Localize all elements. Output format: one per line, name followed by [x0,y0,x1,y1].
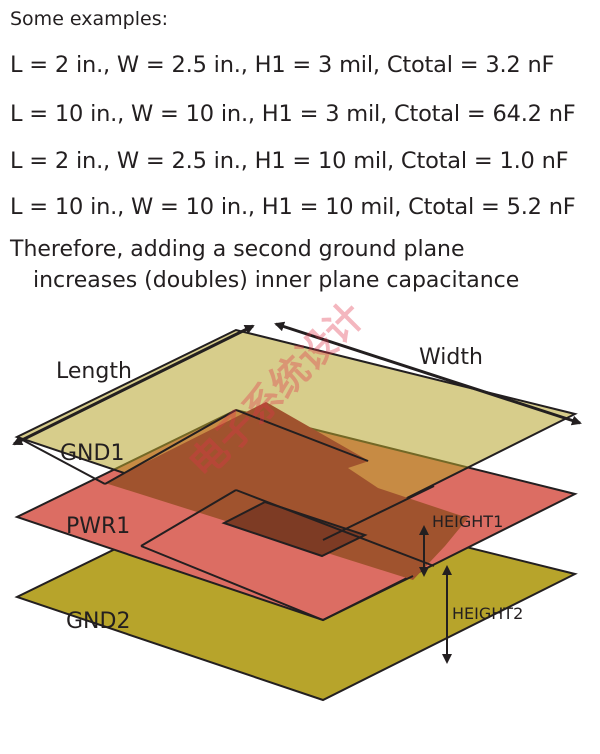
gnd2-edge-upper-right [235,489,435,567]
pwr1-edge-upper-right [235,409,369,462]
example-line-1: L = 2 in., W = 2.5 in., H1 = 3 mil, Ctot… [10,52,555,78]
width-label: Width [419,345,483,370]
gnd2-edge-upper-left [140,489,237,547]
pwr1-label: PWR1 [66,514,130,539]
width-arrow [274,321,582,426]
conclusion-line-1: Therefore, adding a second ground plane [10,237,465,262]
height2-label: HEIGHT2 [452,604,523,623]
conclusion-line-2: increases (doubles) inner plane capacita… [33,268,520,293]
plane-stack-diagram: Length Width GND1 PWR1 GND2 HEIGHT1 HEIG… [12,300,582,702]
center-overlap-region [221,500,368,558]
example-line-3: L = 2 in., W = 2.5 in., H1 = 10 mil, Cto… [10,148,569,174]
intro-text: Some examples: [10,8,169,30]
gnd2-label: GND2 [66,609,130,634]
plane-overlap-region [105,402,468,580]
gnd1-edge-lower-right [322,485,435,541]
gnd1-label: GND1 [60,441,124,466]
length-arrow [12,324,255,446]
example-line-4: L = 10 in., W = 10 in., H1 = 10 mil, Cto… [10,194,576,220]
height1-label: HEIGHT1 [432,512,503,531]
pwr1-edge-lower [140,545,414,622]
example-line-2: L = 10 in., W = 10 in., H1 = 3 mil, Ctot… [10,101,576,127]
length-label: Length [56,359,132,384]
